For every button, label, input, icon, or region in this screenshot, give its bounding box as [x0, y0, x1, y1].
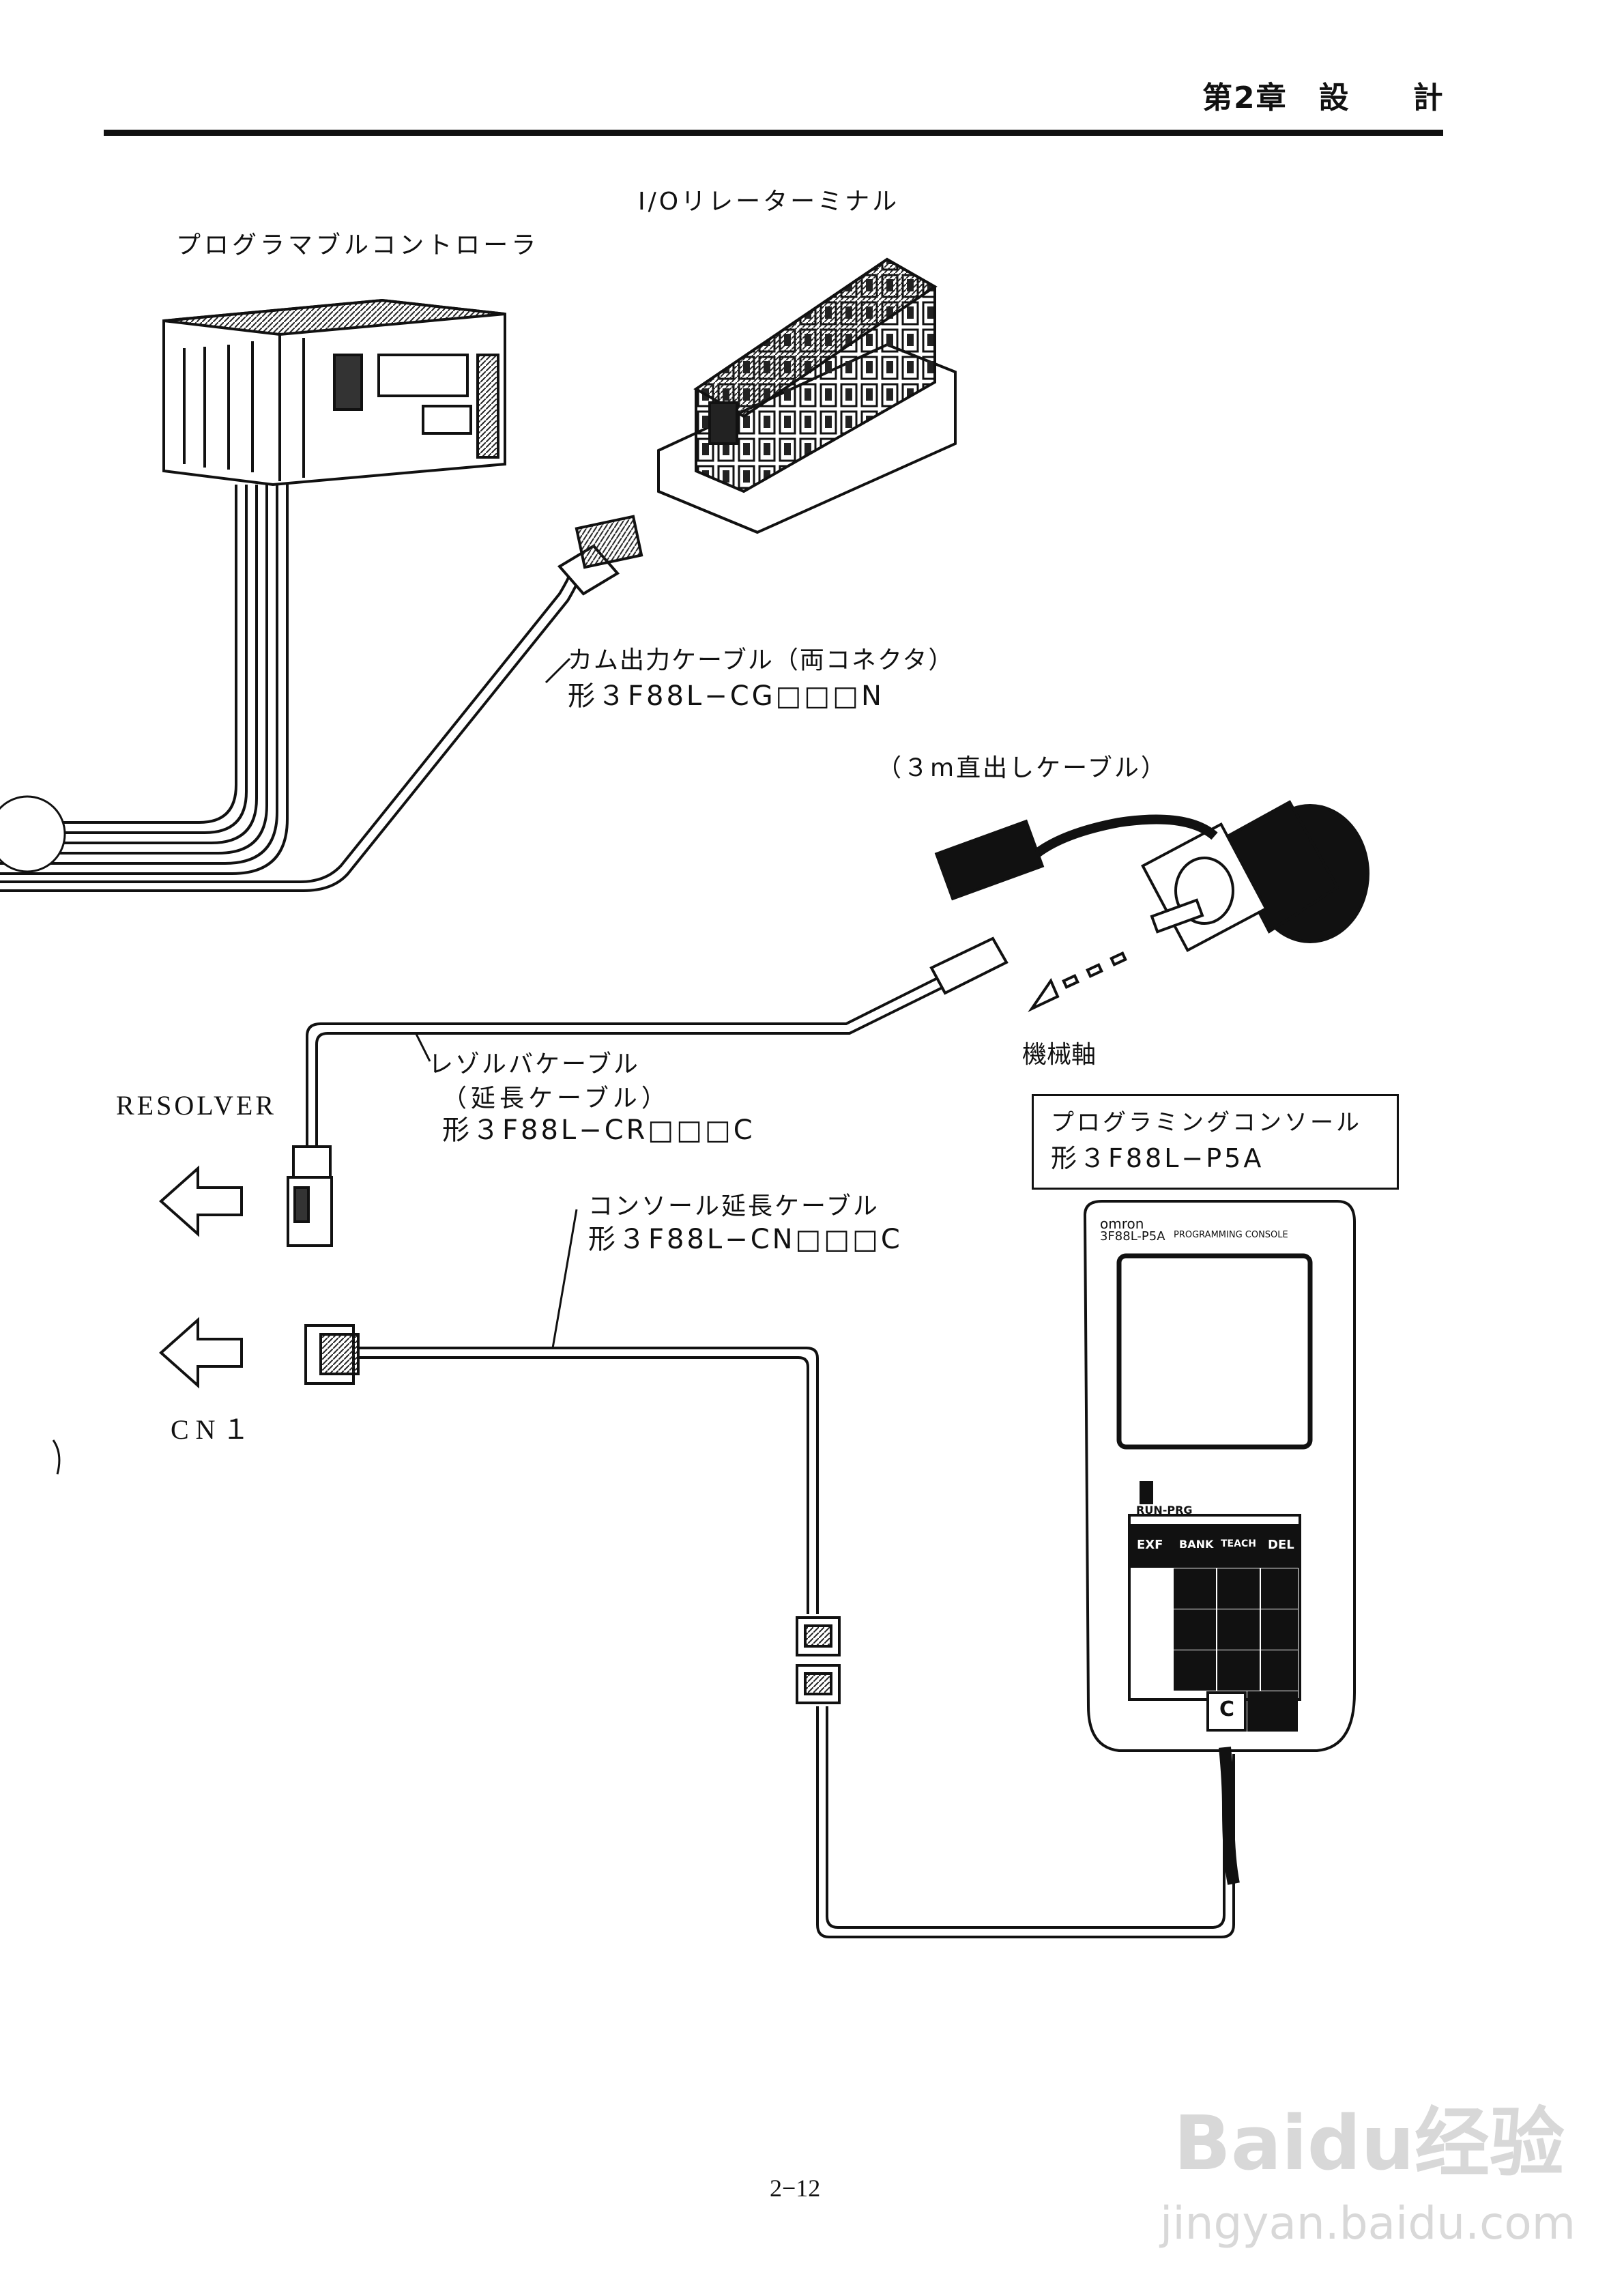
watermark-url: jingyan.baidu.com — [1160, 2197, 1576, 2250]
stray-mark — [52, 1439, 61, 1475]
programming-console — [1083, 1200, 1356, 1885]
resolver-cable-leader — [415, 1033, 431, 1062]
resolver-device — [934, 800, 1369, 953]
resolver-direction-arrow — [158, 1165, 243, 1237]
direct-cable-label: （３m直出しケーブル） — [877, 754, 1168, 782]
console-cable-model: 形３F88L−CN□□□C — [588, 1224, 903, 1255]
console-cable-label: コンソール延長ケーブル — [588, 1192, 880, 1220]
programming-console-label: プログラミングコンソール — [1051, 1109, 1362, 1136]
machine-axis-label: 機械軸 — [1022, 1041, 1097, 1069]
cam-output-cable — [0, 515, 643, 892]
console-key-del: DEL — [1268, 1538, 1294, 1552]
cn1-direction-arrow — [158, 1317, 243, 1389]
console-key-exf: EXF — [1137, 1538, 1163, 1552]
console-key-bank: BANK — [1179, 1538, 1214, 1551]
chapter-header: 第2章 設 計 — [1202, 81, 1445, 115]
console-extension-cable — [304, 1324, 1235, 1938]
io-relay-terminal — [657, 257, 957, 534]
programming-console-label-box — [1032, 1094, 1399, 1190]
io-relay-terminal-label: I/Oリレーターミナル — [638, 188, 900, 216]
cam-cable-model: 形３F88L−CG□□□N — [568, 680, 884, 712]
console-run-prg-label: RUN-PRG — [1136, 1504, 1193, 1517]
console-key-teach: TEACH — [1221, 1538, 1256, 1549]
resolver-label: RESOLVER — [116, 1090, 277, 1121]
programmable-controller — [162, 298, 506, 487]
console-title-text: PROGRAMMING CONSOLE — [1174, 1230, 1288, 1240]
programming-console-model: 形３F88L−P5A — [1051, 1143, 1264, 1173]
cam-cable-label: カム出力ケーブル（両コネクタ） — [568, 646, 955, 674]
header-rule — [104, 130, 1443, 136]
page-number: 2−12 — [770, 2175, 821, 2202]
resolver-cable — [287, 936, 1009, 1247]
console-model-text: 3F88L-P5A — [1100, 1229, 1165, 1244]
console-brand: omron — [1100, 1216, 1144, 1232]
cn1-label: CN１ — [171, 1414, 257, 1445]
console-cable-leader — [551, 1209, 578, 1349]
resolver-cable-model: 形３F88L−CR□□□C — [442, 1115, 755, 1146]
watermark-logo: Baidu经验 — [1174, 2099, 1565, 2187]
console-key-clear: C — [1219, 1697, 1235, 1721]
plc-label: プログラマブルコントローラ — [176, 231, 540, 259]
machine-axis-arrow — [1028, 951, 1127, 1012]
resolver-cable-label: レゾルバケーブル — [429, 1050, 640, 1078]
resolver-cable-sublabel: （延長ケーブル） — [442, 1085, 670, 1113]
plc-wire-bundle — [0, 485, 289, 875]
cam-cable-leader — [545, 657, 571, 684]
